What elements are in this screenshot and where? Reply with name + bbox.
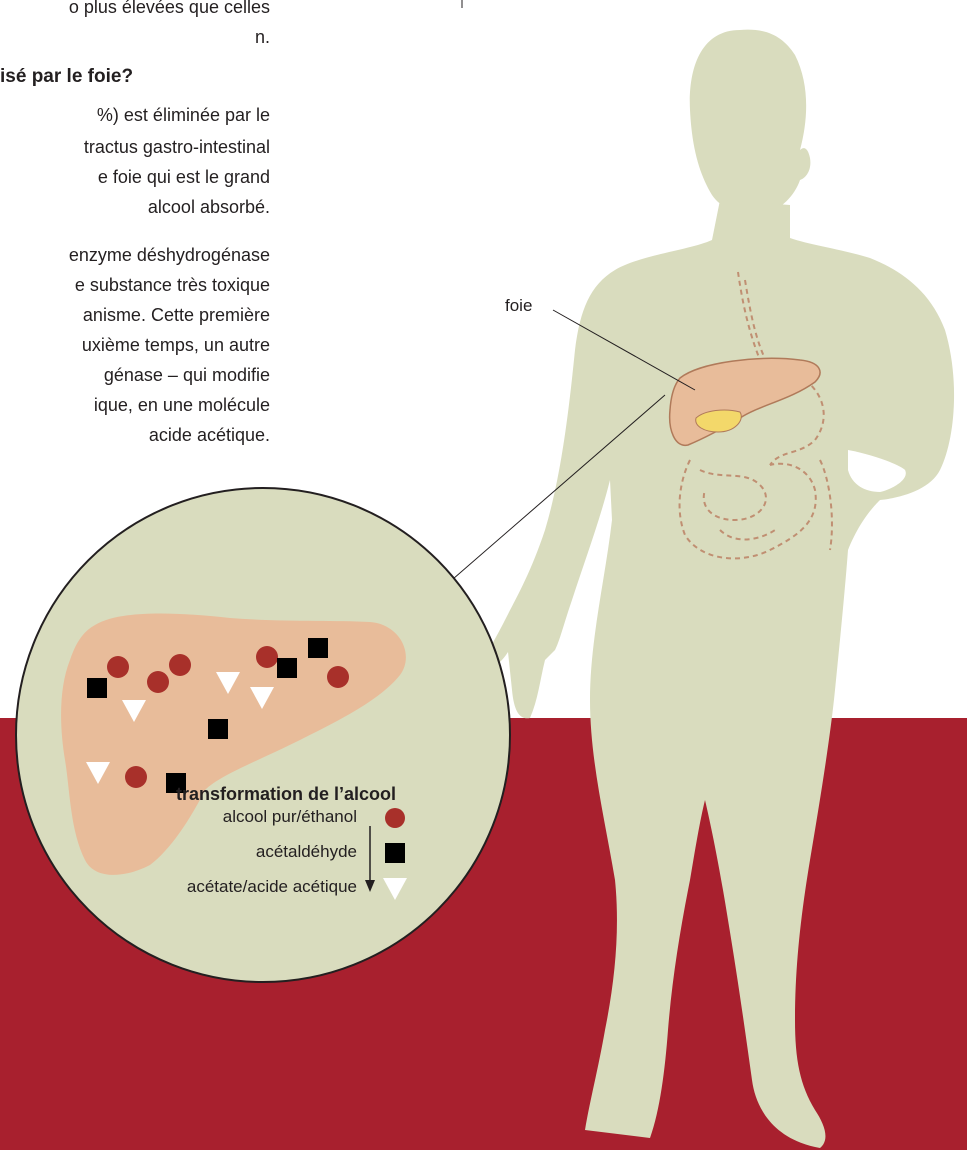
paragraph-line: e foie qui est le grand (98, 164, 270, 190)
paragraph-line: n. (255, 24, 270, 50)
legend-title: transformation de l’alcool (176, 784, 396, 805)
ethanol-molecule (169, 654, 191, 676)
legend-item-ethanol: alcool pur/éthanol (223, 807, 357, 827)
legend-item-acetate: acétate/acide acétique (187, 877, 357, 897)
ethanol-molecule (147, 671, 169, 693)
legend-marker-ethanol (385, 808, 405, 828)
acetaldehyde-molecule (308, 638, 328, 658)
section-heading: isé par le foie? (0, 64, 133, 90)
acetaldehyde-molecule (277, 658, 297, 678)
paragraph-line: tractus gastro-intestinal (84, 134, 270, 160)
paragraph-line: e substance très toxique (75, 272, 270, 298)
paragraph-line: anisme. Cette première (83, 302, 270, 328)
paragraph-line: ique, en une molécule (94, 392, 270, 418)
ethanol-molecule (256, 646, 278, 668)
ethanol-molecule (107, 656, 129, 678)
paragraph-line: o plus élevées que celles (69, 0, 270, 20)
ethanol-molecule (125, 766, 147, 788)
acetaldehyde-molecule (208, 719, 228, 739)
foie-label: foie (505, 296, 532, 316)
acetaldehyde-molecule (87, 678, 107, 698)
paragraph-line: uxième temps, un autre (82, 332, 270, 358)
legend-item-acetaldehyde: acétaldéhyde (256, 842, 357, 862)
paragraph-line: alcool absorbé. (148, 194, 270, 220)
paragraph-line: génase – qui modifie (104, 362, 270, 388)
paragraph-line: %) est éliminée par le (97, 102, 270, 128)
legend-marker-acetaldehyde (385, 843, 405, 863)
paragraph-line: acide acétique. (149, 422, 270, 448)
paragraph-line: enzyme déshydrogénase (69, 242, 270, 268)
ethanol-molecule (327, 666, 349, 688)
